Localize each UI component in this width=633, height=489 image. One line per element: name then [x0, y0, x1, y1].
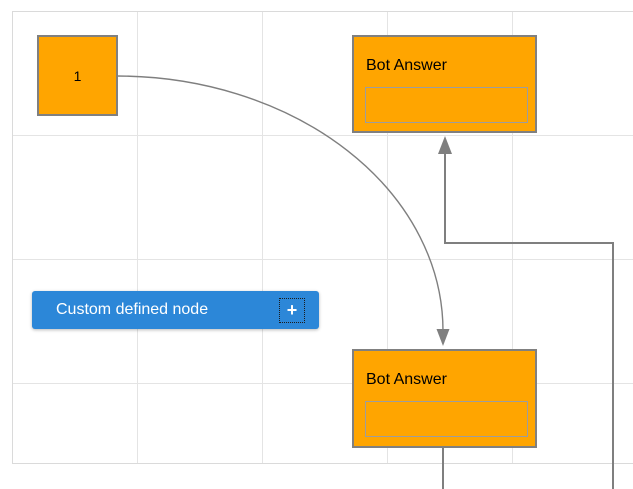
- connector-curved-node1-to-bottom[interactable]: [116, 75, 450, 346]
- connector-curve-line[interactable]: [116, 75, 444, 332]
- add-node-handle[interactable]: +: [279, 298, 305, 323]
- custom-node-label: Custom defined node: [56, 301, 209, 318]
- connector-elbow-line[interactable]: [444, 153, 614, 489]
- bot-answer-top-title: Bot Answer: [366, 57, 447, 74]
- bot-answer-bottom-input-box[interactable]: [365, 401, 528, 437]
- node-1-label: 1: [73, 67, 82, 84]
- node-1[interactable]: 1: [37, 35, 118, 116]
- node-custom-defined[interactable]: Custom defined node +: [32, 291, 319, 329]
- arrowhead-down-icon: [436, 329, 450, 346]
- node-bot-answer-top[interactable]: Bot Answer: [352, 35, 537, 133]
- connector-orthogonal-to-top[interactable]: [438, 136, 614, 489]
- node-bot-answer-bottom[interactable]: Bot Answer: [352, 349, 537, 448]
- plus-icon: +: [286, 299, 298, 320]
- bot-answer-bottom-title: Bot Answer: [366, 371, 447, 388]
- bot-answer-top-input-box[interactable]: [365, 87, 528, 123]
- arrowhead-up-icon: [438, 136, 452, 154]
